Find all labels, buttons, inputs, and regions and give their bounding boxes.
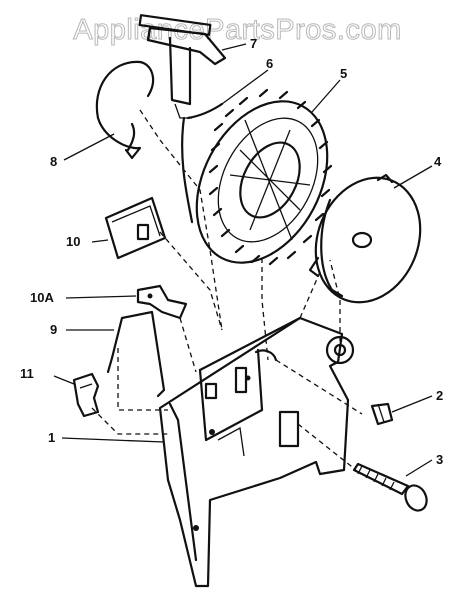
spring-clip-part <box>95 60 155 160</box>
callout-leaders <box>53 43 433 477</box>
callout-2: 2 <box>436 388 443 403</box>
callout-6: 6 <box>266 56 273 71</box>
retainer-plate-part <box>104 196 167 260</box>
rope-part <box>181 102 224 224</box>
spring-housing-part <box>308 173 422 304</box>
callout-9: 9 <box>50 322 57 337</box>
callout-11: 11 <box>20 366 34 381</box>
callout-10: 10 <box>66 234 80 249</box>
main-bracket-part <box>158 316 355 588</box>
assembly-guide-lines <box>91 109 363 471</box>
callout-8: 8 <box>50 154 57 169</box>
callout-1: 1 <box>48 430 55 445</box>
callout-3: 3 <box>436 452 443 467</box>
pulley-gear-part <box>195 88 333 266</box>
callout-10a: 10A <box>30 290 54 305</box>
watermark-text: AppliancePartsPros.com <box>73 14 402 47</box>
callout-4: 4 <box>434 154 442 169</box>
screw-part <box>352 462 428 512</box>
clip-part <box>72 372 100 418</box>
callout-5: 5 <box>340 66 347 81</box>
small-clip-part <box>370 402 394 426</box>
callout-7: 7 <box>250 36 257 51</box>
wire-spring-part <box>106 310 166 398</box>
handle-part <box>138 14 227 119</box>
